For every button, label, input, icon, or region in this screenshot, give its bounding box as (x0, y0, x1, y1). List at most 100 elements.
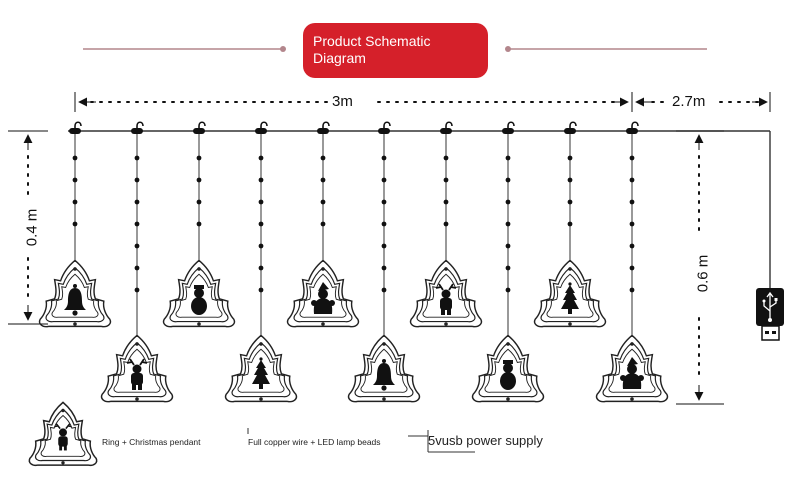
led-bead (134, 265, 140, 271)
led-bead (72, 177, 78, 183)
led-bead (505, 221, 511, 227)
led-bead (381, 287, 387, 293)
led-bead (72, 221, 78, 227)
light-strand (409, 121, 483, 328)
hook-icon (131, 121, 144, 134)
led-bead (443, 155, 449, 161)
usb-plug-icon (756, 288, 784, 341)
led-bead (505, 199, 511, 205)
hook-icon (193, 121, 206, 134)
led-bead (381, 155, 387, 161)
led-bead (567, 177, 573, 183)
pendant (347, 334, 421, 403)
led-bead (505, 265, 511, 271)
led-bead (72, 155, 78, 161)
pendant (162, 259, 236, 328)
led-bead (196, 199, 202, 205)
drop-short-label: 0.4 m (23, 198, 41, 257)
light-strand (595, 121, 669, 403)
pendant (100, 334, 174, 403)
pendant (409, 259, 483, 328)
hook-icon (502, 121, 515, 134)
header-dividers (83, 46, 707, 52)
led-bead (381, 221, 387, 227)
hook-icon (626, 121, 639, 134)
width-cable-label: 2.7m (668, 93, 710, 110)
led-bead (258, 265, 264, 271)
diagram-title: Product Schematic Diagram (313, 33, 431, 66)
led-bead (320, 199, 326, 205)
led-bead (567, 221, 573, 227)
drop-dimension-left (8, 130, 48, 325)
led-bead (320, 177, 326, 183)
led-bead (134, 199, 140, 205)
led-bead (381, 265, 387, 271)
legend-power-label: 5vusb power supply (428, 433, 543, 448)
drop-dimension-right (676, 130, 724, 405)
led-bead (320, 221, 326, 227)
light-strand (100, 121, 174, 403)
led-bead (505, 155, 511, 161)
pendant (224, 334, 298, 403)
led-bead (443, 177, 449, 183)
snowman-icon (500, 360, 516, 390)
light-strand (471, 121, 545, 403)
pendant (38, 259, 112, 328)
pendant (471, 334, 545, 403)
width-dimension (74, 92, 771, 112)
led-bead (443, 199, 449, 205)
pendant (533, 259, 607, 328)
light-strand (38, 121, 112, 328)
hook-icon (69, 121, 82, 134)
led-bead (134, 221, 140, 227)
led-bead (567, 155, 573, 161)
legend-wire-label: Full copper wire + LED lamp beads (248, 437, 381, 447)
santa-icon (620, 357, 644, 389)
led-bead (196, 155, 202, 161)
led-bead (258, 243, 264, 249)
led-bead (134, 177, 140, 183)
led-bead (258, 177, 264, 183)
led-bead (258, 221, 264, 227)
led-bead (381, 177, 387, 183)
drop-long-label: 0.6 m (694, 244, 712, 303)
led-bead (381, 199, 387, 205)
led-bead (629, 177, 635, 183)
light-strands (38, 121, 669, 403)
santa-icon (311, 282, 335, 314)
led-bead (505, 287, 511, 293)
led-bead (443, 221, 449, 227)
led-bead (381, 243, 387, 249)
legend-pendant-label: Ring + Christmas pendant (102, 437, 201, 447)
title-badge: Product Schematic Diagram (303, 23, 488, 78)
led-bead (258, 287, 264, 293)
bell-icon (373, 359, 395, 391)
legend-pendant-icon (28, 401, 98, 467)
led-bead (629, 221, 635, 227)
led-bead (505, 177, 511, 183)
hook-icon (378, 121, 391, 134)
led-bead (134, 287, 140, 293)
led-bead (567, 199, 573, 205)
led-bead (258, 155, 264, 161)
light-strand (347, 121, 421, 403)
reindeer-icon (126, 358, 148, 390)
hook-icon (440, 121, 453, 134)
led-bead (629, 155, 635, 161)
reindeer-icon (435, 283, 457, 315)
led-bead (258, 199, 264, 205)
hook-icon (317, 121, 330, 134)
pendant (286, 259, 360, 328)
light-strand (224, 121, 298, 403)
pendant (595, 334, 669, 403)
led-bead (629, 287, 635, 293)
led-bead (629, 265, 635, 271)
led-bead (134, 243, 140, 249)
main-wire (68, 130, 771, 290)
light-strand (162, 121, 236, 328)
led-bead (72, 199, 78, 205)
light-strand (286, 121, 360, 328)
bell-icon (64, 284, 86, 316)
hook-icon (255, 121, 268, 134)
